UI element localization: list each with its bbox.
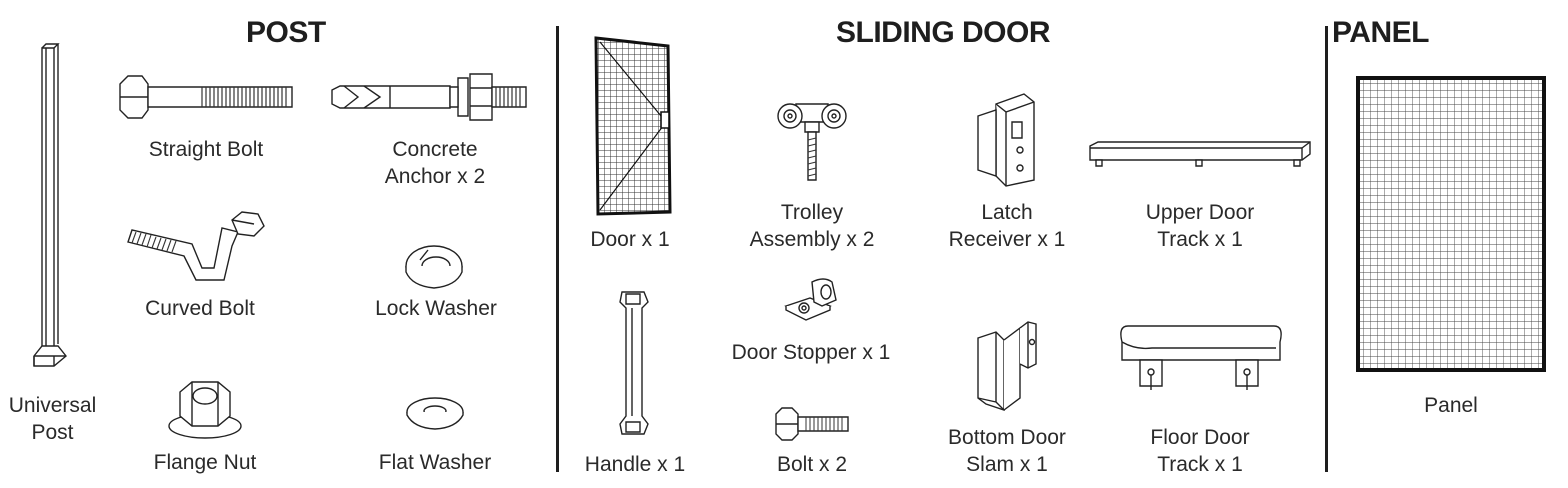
upper-door-track-illustration (1088, 140, 1314, 172)
bottom-door-slam-illustration (976, 318, 1040, 414)
lock-washer-illustration (402, 238, 466, 290)
flat-washer-label: Flat Washer (378, 451, 492, 474)
trolley-assembly-illustration (776, 96, 848, 184)
door-stopper-label: Door Stopper x 1 (731, 341, 891, 364)
door-label: Door x 1 (590, 228, 670, 251)
bolt-illustration (772, 406, 852, 442)
upper-door-track-label: Upper Door Track x 1 (1145, 201, 1255, 251)
straight-bolt-label: Straight Bolt (148, 138, 264, 161)
door-stopper-illustration (784, 276, 840, 324)
concrete-anchor-illustration (330, 72, 530, 122)
flat-washer-illustration (404, 394, 466, 430)
universal-post-label: Universal Post (8, 394, 97, 444)
section-divider-post-door (556, 26, 559, 472)
latch-receiver-label: Latch Receiver x 1 (948, 201, 1066, 251)
handle-illustration (612, 288, 658, 438)
sliding-door-section-title: SLIDING DOOR (836, 16, 1051, 49)
door-illustration (592, 36, 676, 216)
straight-bolt-illustration (116, 74, 296, 120)
handle-label: Handle x 1 (584, 453, 686, 476)
universal-post-illustration (30, 44, 70, 374)
panel-illustration (1356, 76, 1546, 372)
bottom-door-slam-label: Bottom Door Slam x 1 (948, 426, 1066, 476)
lock-washer-label: Lock Washer (375, 297, 497, 320)
latch-receiver-illustration (972, 92, 1042, 188)
trolley-assembly-label: Trolley Assembly x 2 (749, 201, 875, 251)
floor-door-track-illustration (1116, 320, 1286, 396)
flange-nut-illustration (166, 376, 244, 442)
floor-door-track-label: Floor Door Track x 1 (1150, 426, 1250, 476)
bolt-label: Bolt x 2 (776, 453, 848, 476)
curved-bolt-illustration (124, 210, 274, 290)
flange-nut-label: Flange Nut (153, 451, 257, 474)
concrete-anchor-label: Concrete Anchor x 2 (384, 138, 486, 188)
section-divider-door-panel (1325, 26, 1328, 472)
panel-label: Panel (1424, 394, 1478, 417)
panel-section-title: PANEL (1332, 16, 1429, 49)
curved-bolt-label: Curved Bolt (145, 297, 255, 320)
post-section-title: POST (246, 16, 326, 49)
